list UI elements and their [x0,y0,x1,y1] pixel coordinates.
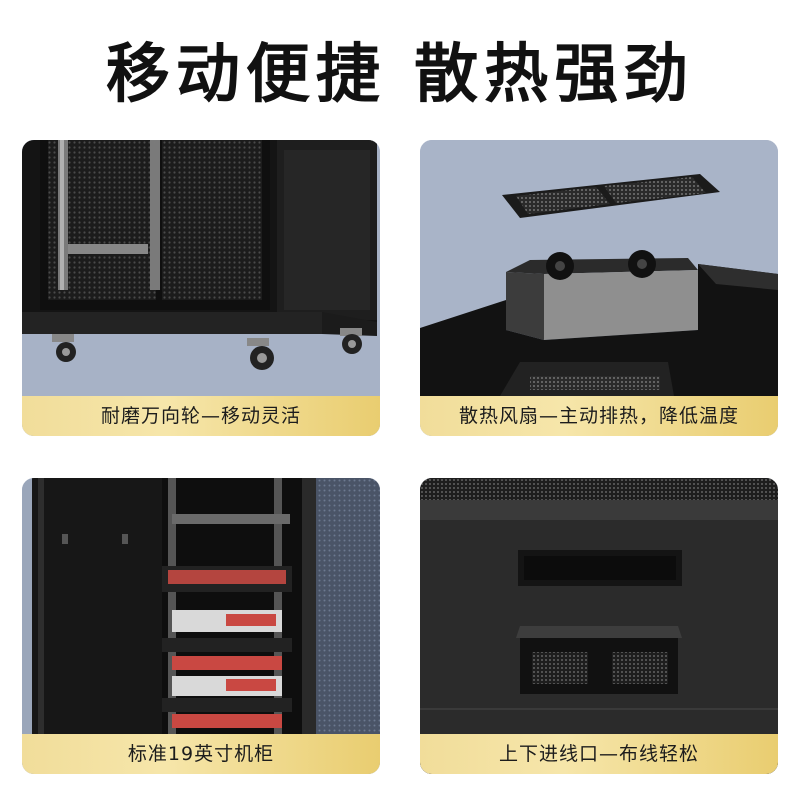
cable-entry-image [420,478,778,774]
panel-fans: 散热风扇—主动排热，降低温度 [420,140,778,436]
headline: 移动便捷 散热强劲 [105,38,695,112]
cabinet-casters-image [22,140,380,436]
cooling-fans-image [420,140,778,436]
caption-casters: 耐磨万向轮—移动灵活 [22,396,380,436]
panel-rack: 标准19英寸机柜 [22,478,380,774]
caption-fans: 散热风扇—主动排热，降低温度 [420,396,778,436]
rack-interior-image [22,478,380,774]
caption-cable-entry: 上下进线口—布线轻松 [420,734,778,774]
caption-rack: 标准19英寸机柜 [22,734,380,774]
panel-casters: 耐磨万向轮—移动灵活 [22,140,380,436]
panel-cable-entry: 上下进线口—布线轻松 [420,478,778,774]
